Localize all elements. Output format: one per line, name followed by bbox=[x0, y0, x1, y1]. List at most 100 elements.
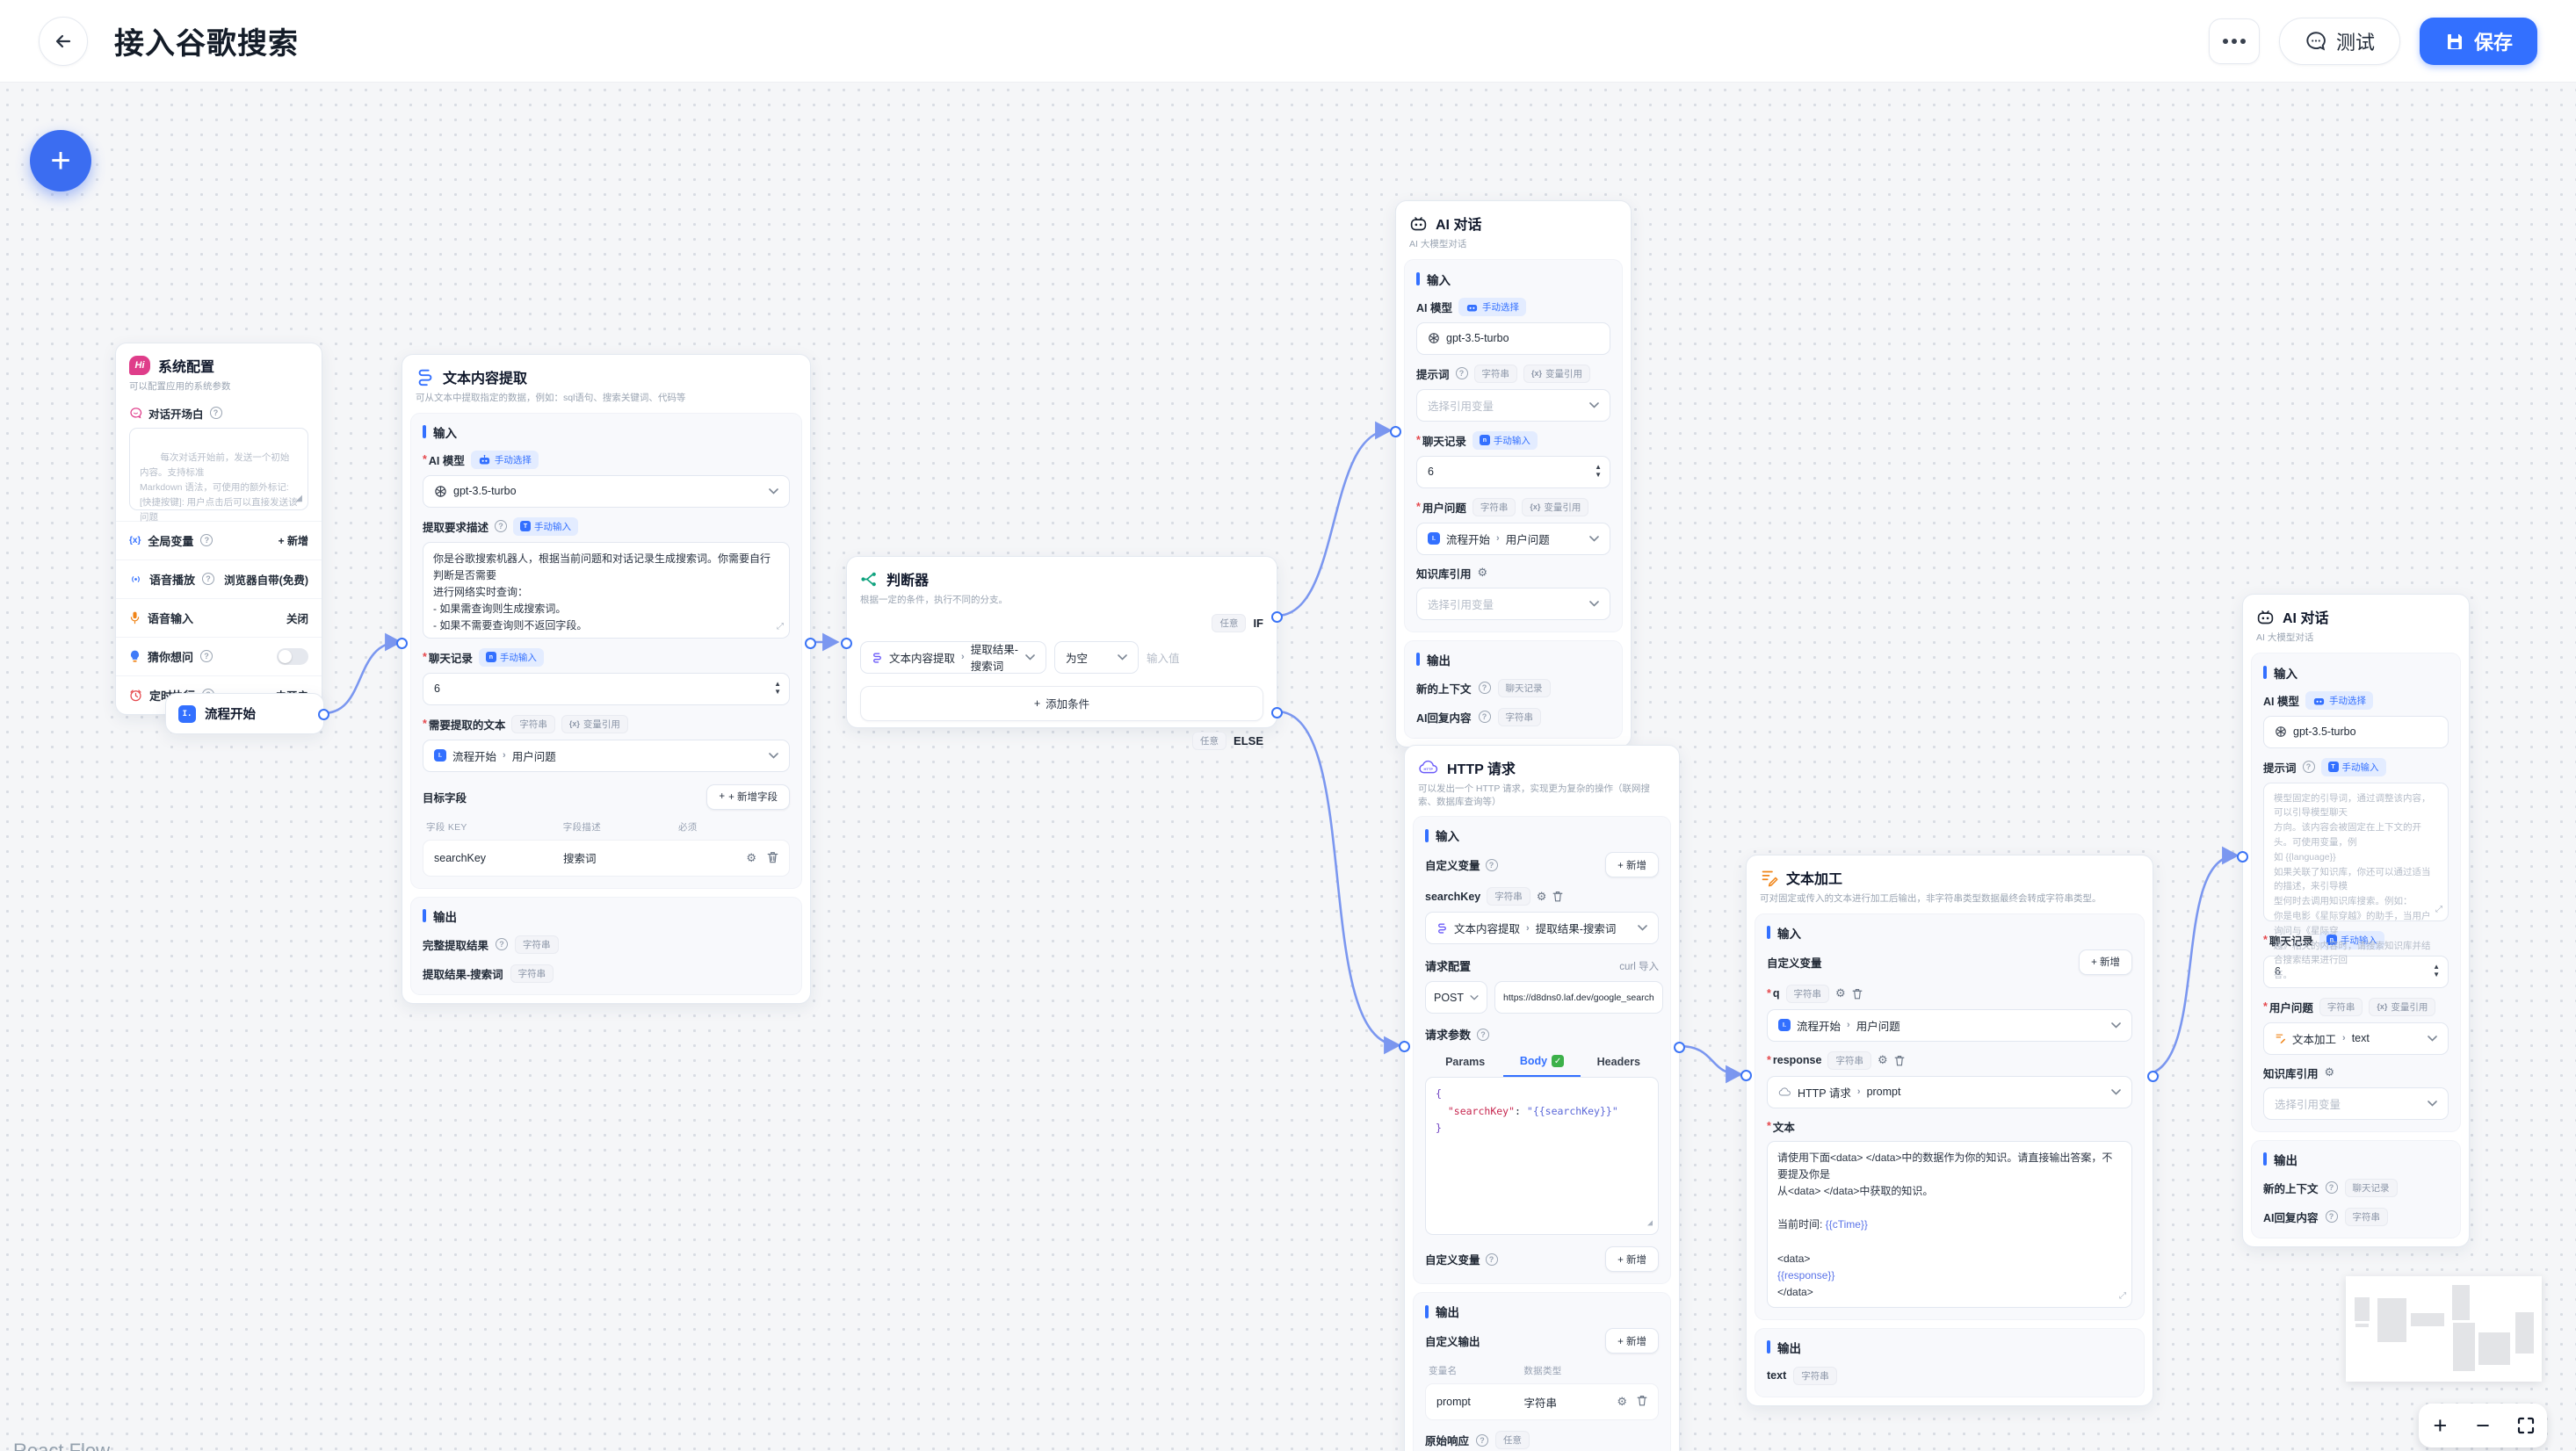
tab-body[interactable]: Body✓ bbox=[1503, 1049, 1581, 1078]
trash-icon[interactable] bbox=[1894, 1055, 1905, 1066]
tab-headers[interactable]: Headers bbox=[1596, 1056, 1640, 1069]
add-variable-button[interactable]: + 新增 bbox=[1605, 852, 1659, 878]
source-select[interactable]: I. 流程开始›用户问题 bbox=[423, 739, 790, 772]
guess-question-toggle[interactable] bbox=[277, 647, 308, 665]
trash-icon[interactable] bbox=[1637, 1395, 1647, 1406]
edge-start-to-extract[interactable] bbox=[322, 632, 402, 715]
history-input[interactable]: 6▲▼ bbox=[1416, 455, 1610, 488]
stt-value[interactable]: 关闭 bbox=[286, 612, 308, 625]
body-editor[interactable]: { "searchKey": "{{searchKey}}" }◢ bbox=[1425, 1077, 1659, 1236]
number-stepper[interactable]: ▲▼ bbox=[774, 680, 781, 697]
method-select[interactable]: POST bbox=[1425, 981, 1488, 1014]
q-select[interactable]: I. 流程开始›用户问题 bbox=[1767, 1008, 2132, 1042]
desc-textarea[interactable]: 你是谷歌搜索机器人，根据当前问题和对话记录生成搜索词。你需要自行判断是否需要 进… bbox=[423, 541, 790, 639]
history-input[interactable]: 6▲▼ bbox=[423, 672, 790, 705]
var-ref-badge[interactable]: {x}变量引用 bbox=[1522, 497, 1589, 516]
tab-params[interactable]: Params bbox=[1445, 1056, 1486, 1069]
model-select[interactable]: gpt-3.5-turbo bbox=[2263, 715, 2449, 748]
input-handle[interactable] bbox=[2237, 851, 2248, 863]
trash-icon[interactable] bbox=[767, 851, 778, 863]
zoom-out-button[interactable]: − bbox=[2476, 1411, 2490, 1439]
question-select[interactable]: 文本加工›text bbox=[2263, 1021, 2449, 1055]
edge-judge-else-to-http[interactable] bbox=[1276, 710, 1401, 1055]
input-handle[interactable] bbox=[1740, 1070, 1752, 1081]
output-handle[interactable] bbox=[805, 638, 816, 649]
url-input[interactable]: https://d8dns0.laf.dev/google_search bbox=[1494, 981, 1663, 1014]
trash-icon[interactable] bbox=[1552, 891, 1563, 902]
gear-icon[interactable]: ⚙ bbox=[1617, 1395, 1627, 1409]
node-judge[interactable]: 判断器 根据一定的条件，执行不同的分支。 任意 IF 文本内容提取›提取结果-搜… bbox=[841, 556, 1283, 750]
output-handle[interactable] bbox=[2147, 1071, 2159, 1082]
add-variable-button[interactable]: + 新增 bbox=[2079, 949, 2132, 975]
condition-value-input[interactable]: 输入值 bbox=[1147, 652, 1180, 665]
minimap[interactable] bbox=[2346, 1276, 2542, 1382]
node-http-request[interactable]: HTTP HTTP 请求 可以发出一个 HTTP 请求，实现更为复杂的操作（联网… bbox=[1399, 745, 1685, 1451]
var-ref-badge[interactable]: {x}变量引用 bbox=[1523, 364, 1591, 383]
add-output-button[interactable]: + 新增 bbox=[1605, 1328, 1659, 1354]
manual-select-badge[interactable]: 手动选择 bbox=[470, 450, 539, 469]
node-text-process[interactable]: 文本加工 可对固定或传入的文本进行加工后输出，非字符串类型数据最终会转成字符串类… bbox=[1740, 855, 2159, 1406]
node-ai-chat-right[interactable]: AI 对话 AI 大模型对话 输入 AI 模型 手动选择 gpt-3.5-tur… bbox=[2237, 594, 2470, 1247]
prompt-var-select[interactable]: 选择引用变量 bbox=[1416, 388, 1610, 422]
condition-op-select[interactable]: 为空 bbox=[1054, 640, 1139, 674]
add-node-button[interactable]: + bbox=[30, 130, 91, 191]
curl-import-button[interactable]: curl 导入 bbox=[1619, 961, 1659, 972]
add-variable-button[interactable]: + 新增 bbox=[278, 534, 308, 547]
input-handle[interactable] bbox=[1390, 426, 1401, 437]
flow-canvas[interactable]: + React Flow Hi 系统配置 可以配置应用的系统参数 对话开场白 ?… bbox=[0, 83, 2576, 1451]
back-button[interactable] bbox=[39, 16, 88, 66]
kb-settings-icon[interactable]: ⚙ bbox=[2324, 1065, 2335, 1079]
gear-icon[interactable]: ⚙ bbox=[1835, 986, 1846, 1000]
input-handle[interactable] bbox=[841, 638, 852, 649]
trash-icon[interactable] bbox=[1852, 988, 1863, 1000]
if-output-handle[interactable] bbox=[1271, 611, 1283, 623]
question-select[interactable]: I. 流程开始›用户问题 bbox=[1416, 522, 1610, 555]
tts-value[interactable]: 浏览器自带(免费) bbox=[224, 574, 308, 587]
add-field-button[interactable]: ++ 新增字段 bbox=[706, 783, 790, 810]
edge-http-to-textedit[interactable] bbox=[1678, 1044, 1743, 1084]
node-ai-chat-top[interactable]: AI 对话 AI 大模型对话 输入 AI 模型 手动选择 gpt-3.5-tur… bbox=[1390, 200, 1632, 747]
node-text-extract[interactable]: 文本内容提取 可从文本中提取指定的数据，例如：sql语句、搜索关键词、代码等 输… bbox=[396, 354, 816, 1004]
resize-handle-icon[interactable]: ⤢ bbox=[2119, 1290, 2126, 1301]
var-value-select[interactable]: 文本内容提取›提取结果-搜索词 bbox=[1425, 912, 1659, 945]
kb-settings-icon[interactable]: ⚙ bbox=[1477, 566, 1488, 580]
output-handle[interactable] bbox=[1674, 1042, 1685, 1053]
welcome-textarea[interactable]: 每次对话开始前，发送一个初始内容。支持标准 Markdown 语法，可使用的额外… bbox=[129, 427, 308, 523]
history-input[interactable]: 6▲▼ bbox=[2263, 955, 2449, 988]
text-template-editor[interactable]: 请使用下面<data> </data>中的数据作为你的知识。请直接输出答案，不要… bbox=[1767, 1140, 2132, 1308]
gear-icon[interactable]: ⚙ bbox=[1536, 889, 1547, 903]
resize-handle-icon[interactable]: ◢ bbox=[1646, 1218, 1653, 1229]
number-stepper[interactable]: ▲▼ bbox=[1595, 463, 1602, 480]
gear-icon[interactable]: ⚙ bbox=[746, 850, 756, 864]
test-button[interactable]: 测试 bbox=[2278, 17, 2400, 65]
resize-handle-icon[interactable]: ⤢ bbox=[777, 621, 784, 632]
var-ref-badge[interactable]: {x}变量引用 bbox=[2369, 997, 2436, 1016]
response-select[interactable]: HTTP 请求›prompt bbox=[1767, 1075, 2132, 1108]
add-variable-button[interactable]: + 新增 bbox=[1605, 1246, 1659, 1273]
resize-handle-icon[interactable]: ◢ bbox=[295, 493, 302, 503]
node-flow-start[interactable]: I. 流程开始 bbox=[165, 693, 329, 734]
model-select[interactable]: gpt-3.5-turbo bbox=[423, 474, 790, 508]
var-ref-badge[interactable]: {x}变量引用 bbox=[561, 714, 628, 733]
fit-view-button[interactable] bbox=[2508, 1404, 2543, 1447]
zoom-in-button[interactable]: + bbox=[2433, 1411, 2448, 1439]
add-condition-button[interactable]: +添加条件 bbox=[860, 685, 1263, 721]
input-handle[interactable] bbox=[396, 638, 408, 649]
kb-select[interactable]: 选择引用变量 bbox=[1416, 587, 1610, 620]
model-select[interactable]: gpt-3.5-turbo bbox=[1416, 321, 1610, 355]
resize-handle-icon[interactable]: ⤢ bbox=[2435, 904, 2442, 914]
condition-variable-select[interactable]: 文本内容提取›提取结果-搜索词 bbox=[860, 640, 1046, 674]
output-handle[interactable] bbox=[318, 709, 329, 720]
edge-judge-if-to-ai[interactable] bbox=[1276, 421, 1393, 617]
input-handle[interactable] bbox=[1399, 1041, 1410, 1052]
manual-select-badge[interactable]: 手动选择 bbox=[2305, 690, 2373, 710]
gear-icon[interactable]: ⚙ bbox=[1877, 1053, 1888, 1067]
edge-textedit-to-ai[interactable] bbox=[2140, 846, 2240, 1077]
else-output-handle[interactable] bbox=[1271, 707, 1283, 718]
number-stepper[interactable]: ▲▼ bbox=[2433, 963, 2440, 979]
